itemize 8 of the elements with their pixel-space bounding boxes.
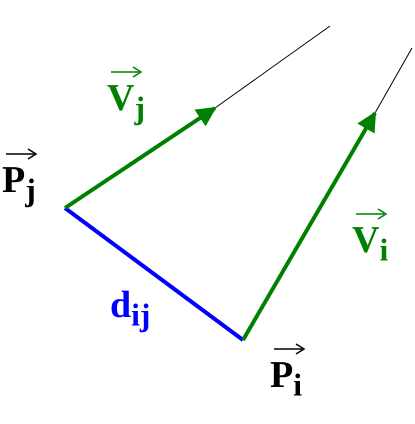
point-label: P$_{i}$ <box>270 355 302 406</box>
edge-label: V$_{i}$ <box>352 220 388 270</box>
vector-arrow <box>241 111 377 341</box>
point-label: P$_{j}$ <box>2 160 36 211</box>
edge-label: d$_{ij}$ <box>110 285 150 335</box>
vector-arrow <box>64 106 217 210</box>
distance-line <box>64 206 244 342</box>
edge-label: V$_{j}$ <box>107 78 145 128</box>
